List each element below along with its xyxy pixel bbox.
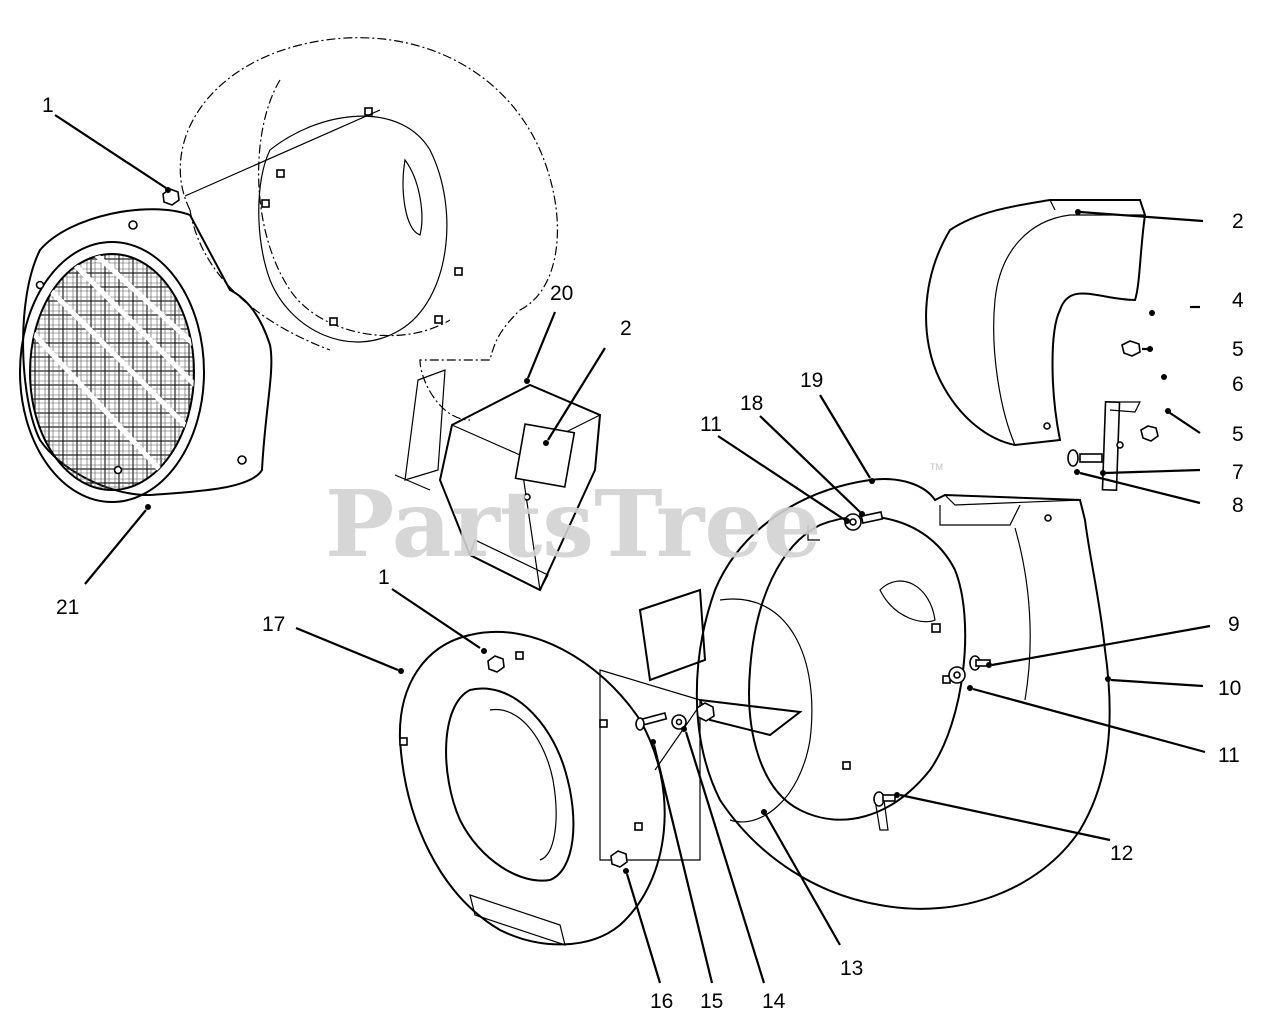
front-inlet-plate — [398, 630, 666, 946]
blower-housing — [695, 478, 1111, 910]
callout-8: 8 — [1232, 494, 1244, 517]
rear-housing-plate — [184, 107, 463, 343]
callout-16: 16 — [650, 990, 673, 1013]
hardware-bolts-washers — [635, 511, 991, 807]
callout-14: 14 — [762, 990, 786, 1013]
callout-19: 19 — [800, 369, 823, 392]
callout-leaders — [54, 114, 1211, 984]
callout-1-upper: 1 — [42, 94, 54, 117]
inlet-screen-cover — [19, 208, 273, 503]
housing-back-plate — [748, 515, 967, 831]
callout-4: 4 — [1232, 289, 1244, 312]
watermark-text: PartsTree — [325, 470, 821, 578]
impeller-fan — [599, 588, 813, 861]
callout-18: 18 — [740, 392, 763, 415]
callout-5-top: 5 — [1232, 338, 1244, 361]
callout-13: 13 — [840, 957, 863, 980]
discharge-chute — [394, 369, 602, 592]
deflector-assembly — [925, 199, 1159, 492]
callout-15: 15 — [700, 990, 723, 1013]
callout-5-bottom: 5 — [1232, 423, 1244, 446]
callout-2-chute: 2 — [620, 317, 632, 340]
callout-1-lower: 1 — [378, 566, 390, 589]
callout-11-upper: 11 — [700, 413, 722, 436]
callout-12: 12 — [1110, 842, 1133, 865]
callout-21: 21 — [56, 596, 79, 619]
callout-10: 10 — [1218, 677, 1241, 700]
callout-9: 9 — [1228, 613, 1240, 636]
callout-7: 7 — [1232, 461, 1244, 484]
callout-6: 6 — [1232, 373, 1244, 396]
watermark-trademark: TM — [930, 462, 943, 472]
callout-labels: 1 2 2 4 5 6 5 7 8 20 19 18 11 21 1 17 9 … — [42, 94, 1244, 1013]
callout-2-deflector: 2 — [1232, 210, 1244, 233]
callout-17: 17 — [262, 613, 285, 636]
rear-housing-outline — [179, 37, 558, 421]
callout-11-lower: 11 — [1218, 744, 1240, 767]
partstree-watermark: PartsTree TM — [325, 462, 943, 578]
callout-20: 20 — [550, 282, 573, 305]
